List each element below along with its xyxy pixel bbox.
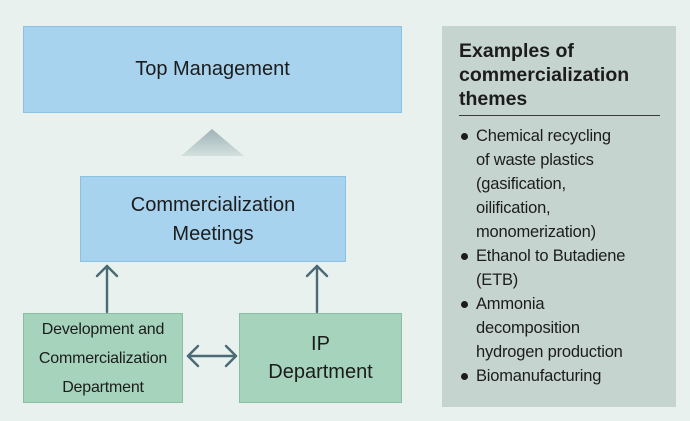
bullet-icon (461, 253, 468, 260)
panel-title: Examples of commercialization themes (459, 40, 630, 110)
list-item: Chemical recycling of waste plastics (ga… (459, 124, 660, 244)
commercialization-meetings-box: Commercialization Meetings (80, 176, 346, 262)
bullet-icon (461, 301, 468, 308)
bullet-icon (461, 133, 468, 140)
arrow-up-right-icon (305, 264, 329, 314)
development-department-label: Development and Commercialization Depart… (38, 320, 168, 396)
bullet-icon (461, 373, 468, 380)
themes-list: Chemical recycling of waste plastics (ga… (459, 124, 660, 388)
commercialization-themes-panel: Examples of commercialization themes Che… (442, 26, 676, 407)
list-item: Ethanol to Butadiene (ETB) (459, 244, 660, 292)
commercialization-meetings-label: Commercialization Meetings (130, 194, 296, 245)
ip-department-box: IP Department (239, 313, 402, 403)
list-item: Ammonia decomposition hydrogen productio… (459, 292, 660, 364)
list-item: Biomanufacturing (459, 364, 660, 388)
list-item-text: Ethanol to Butadiene (ETB) (476, 247, 626, 289)
top-management-box: Top Management (23, 26, 402, 113)
upward-triangle-icon (181, 129, 244, 156)
list-item-text: Biomanufacturing (476, 367, 602, 385)
list-item-text: Chemical recycling of waste plastics (ga… (476, 127, 611, 241)
top-management-label: Top Management (135, 58, 290, 80)
arrow-up-left-icon (95, 264, 119, 314)
list-item-text: Ammonia decomposition hydrogen productio… (476, 295, 623, 361)
ip-department-label: IP Department (268, 333, 373, 383)
double-arrow-icon (186, 344, 238, 368)
development-department-box: Development and Commercialization Depart… (23, 313, 183, 403)
panel-divider (459, 115, 660, 116)
